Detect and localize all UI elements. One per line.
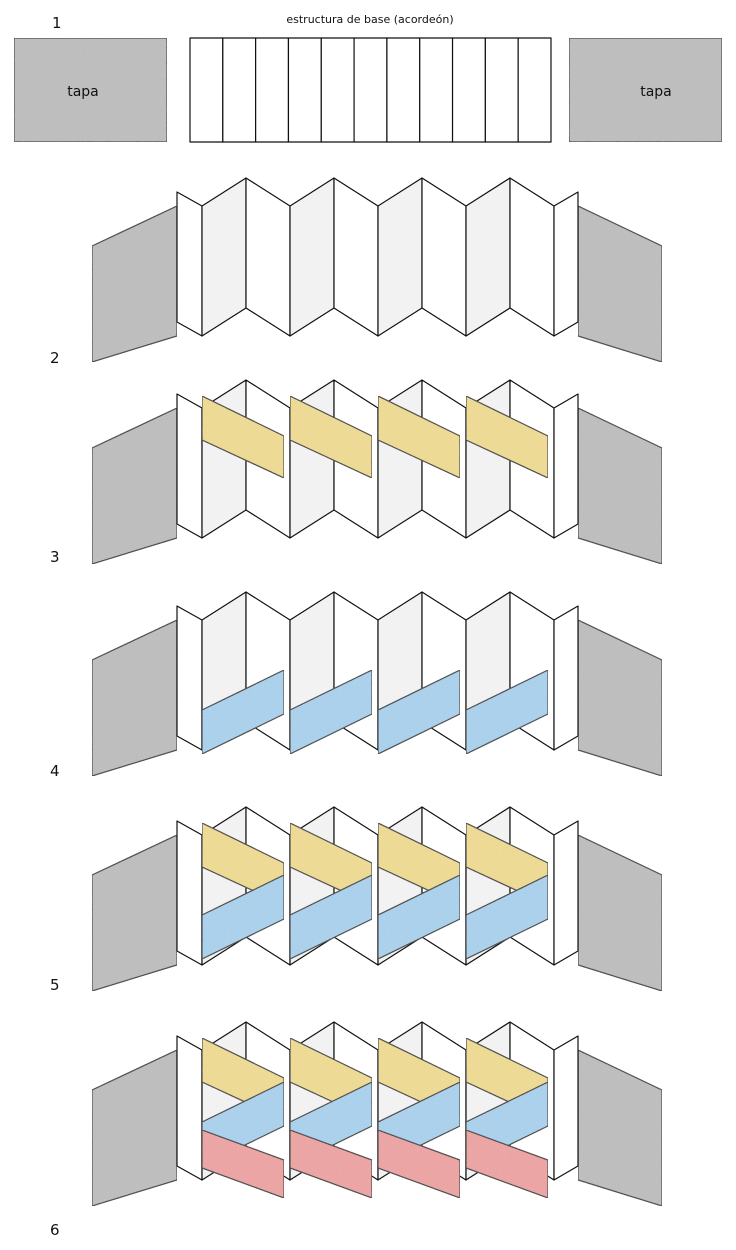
- blue-flap: [465, 669, 549, 755]
- accordion-page: [201, 177, 247, 337]
- red-flap: [289, 1129, 373, 1199]
- step-number: 6: [50, 1221, 60, 1239]
- left-cover-board: [13, 37, 168, 143]
- base-structure-title: estructura de base (acordeón): [286, 13, 453, 26]
- accordion-page: [553, 820, 579, 966]
- yellow-flap: [201, 395, 285, 479]
- accordion-page: [553, 393, 579, 539]
- step-number: 4: [50, 762, 60, 780]
- red-flap: [377, 1129, 461, 1199]
- flat-page: [484, 37, 519, 143]
- accordion-page: [333, 177, 379, 337]
- right-cover: [568, 37, 723, 143]
- accordion-page: [245, 177, 291, 337]
- accordion-page: [553, 1035, 579, 1181]
- flat-page: [287, 37, 322, 143]
- accordion-page: [176, 820, 203, 966]
- accordion-page: [553, 191, 579, 337]
- blue-flap: [465, 874, 549, 960]
- right-cover-board: [568, 37, 723, 143]
- left-cover-board: [91, 619, 178, 777]
- right-cover-label: tapa: [640, 84, 672, 100]
- accordion-page: [176, 1035, 203, 1181]
- yellow-flap: [465, 395, 549, 479]
- step-number: 5: [50, 976, 60, 994]
- yellow-flap: [377, 395, 461, 479]
- left-cover-board: [91, 834, 178, 992]
- flat-page: [255, 37, 290, 143]
- blue-flap: [289, 874, 373, 960]
- flat-page: [189, 37, 224, 143]
- accordion-page: [377, 177, 423, 337]
- flat-page: [320, 37, 355, 143]
- step-3: 3: [50, 379, 663, 566]
- left-cover-label: tapa: [67, 84, 99, 100]
- flat-page: [386, 37, 421, 143]
- step-number: 2: [50, 349, 60, 367]
- red-flap: [201, 1129, 285, 1199]
- yellow-flap: [289, 395, 373, 479]
- step-1: estructura de base (acordeón) tapa tapa …: [13, 13, 723, 143]
- red-flap: [465, 1129, 549, 1199]
- step-number: 3: [50, 548, 60, 566]
- flat-page: [517, 37, 552, 143]
- left-cover-board: [91, 1049, 178, 1207]
- accordion-page: [176, 191, 203, 337]
- left-cover-board: [91, 205, 178, 363]
- accordion-page: [465, 177, 511, 337]
- flat-page: [451, 37, 486, 143]
- step-2: 2: [50, 177, 663, 367]
- blue-flap: [201, 669, 285, 755]
- step-5: 5: [50, 806, 663, 994]
- blue-flap: [377, 874, 461, 960]
- step-number: 1: [52, 14, 62, 32]
- right-cover-board: [577, 1049, 663, 1207]
- step-6: 6: [50, 1021, 663, 1239]
- accordion-page: [176, 393, 203, 539]
- left-cover: [13, 37, 168, 143]
- accordion-page: [421, 177, 467, 337]
- right-cover-board: [577, 619, 663, 777]
- flat-page: [222, 37, 257, 143]
- accordion-page: [553, 605, 579, 751]
- accordion-page: [509, 177, 555, 337]
- flat-accordion-base: [189, 37, 552, 143]
- right-cover-board: [577, 407, 663, 565]
- accordion-page: [289, 177, 335, 337]
- flat-page: [419, 37, 454, 143]
- flat-page: [353, 37, 388, 143]
- blue-flap: [377, 669, 461, 755]
- left-cover-board: [91, 407, 178, 565]
- accordion-page: [176, 605, 203, 751]
- blue-flap: [289, 669, 373, 755]
- blue-flap: [201, 874, 285, 960]
- right-cover-board: [577, 834, 663, 992]
- right-cover-board: [577, 205, 663, 363]
- step-4: 4: [50, 591, 663, 780]
